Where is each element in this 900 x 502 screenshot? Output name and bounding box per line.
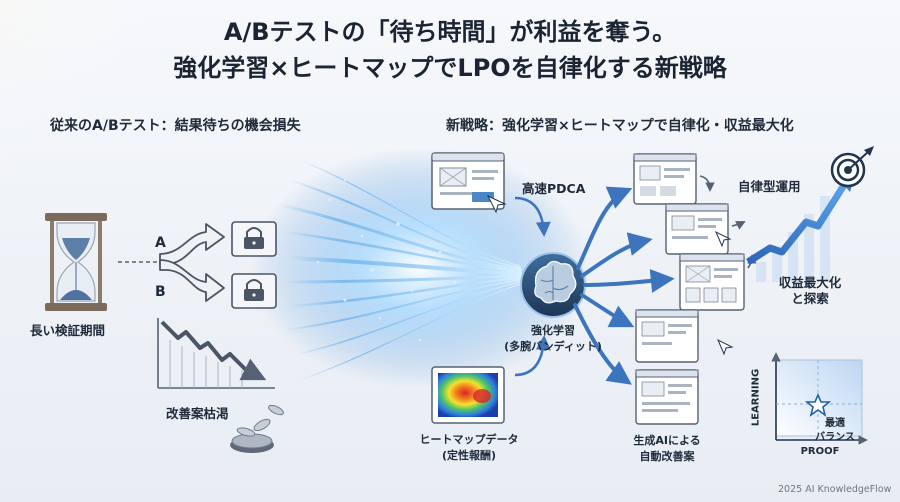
lp-wireframe	[635, 369, 699, 425]
cursor-icon	[486, 194, 507, 214]
credit-text: 2025 AI KnowledgeFlow	[778, 484, 892, 495]
title-line-2: 強化学習×ヒートマップでLPOを自律化する新戦略	[173, 54, 727, 82]
heatmap-label-1: ヒートマップデータ	[419, 433, 519, 446]
matrix-point-label-2: バランス	[815, 432, 855, 443]
declining-chart	[157, 318, 275, 389]
revenue-label-2: と探索	[791, 291, 829, 306]
title-line-1: A/Bテストの「待ち時間」が利益を奪う。	[223, 18, 677, 46]
data-stream	[278, 159, 522, 381]
star-icon	[804, 392, 832, 417]
autonomy-label: 自律型運用	[738, 179, 801, 194]
heatmap-label-2: (定性報酬)	[441, 449, 497, 462]
pdca-arrow	[514, 196, 551, 237]
fanout-arrows	[573, 186, 675, 385]
brain-icon	[520, 252, 586, 318]
matrix-x-axis-label: PROOF	[800, 446, 840, 457]
left-heading: 従来のA/Bテスト：結果待ちの機会損失	[50, 118, 301, 134]
lp-wireframe	[665, 203, 732, 255]
fork-arrow	[159, 223, 225, 302]
genai-label-2: 自動改善案	[639, 450, 695, 463]
decline-label: 改善案枯渇	[166, 406, 229, 421]
matrix-point-label-1: 最適	[825, 418, 845, 429]
revenue-label-1: 収益最大化	[778, 275, 842, 290]
right-heading: 新戦略：強化学習×ヒートマップで自律化・収益最大化	[446, 118, 794, 134]
genai-label-1: 生成AIによる	[633, 434, 701, 447]
heatmap-card	[431, 366, 505, 424]
hourglass-icon	[45, 213, 107, 311]
hourglass-label: 長い検証期間	[30, 323, 106, 338]
stream-particles	[316, 178, 457, 342]
learning-proof-matrix	[771, 352, 868, 445]
sunlight-glow	[0, 0, 260, 260]
lp-wireframe-source	[431, 152, 507, 214]
lp-wireframe	[635, 309, 734, 363]
brain-label-1: 強化学習	[531, 324, 575, 337]
coin-icon	[230, 404, 284, 453]
cursor-icon	[717, 338, 734, 356]
variant-b-label: B	[155, 284, 166, 300]
brain-label-2: (多腕バンディット)	[504, 340, 602, 353]
lp-wireframe	[679, 253, 745, 311]
pdca-label: 高速PDCA	[522, 181, 586, 196]
matrix-y-axis-label: LEARNING	[750, 368, 762, 427]
lock-icon	[231, 221, 277, 257]
heatmap-arrow	[514, 335, 551, 377]
variant-a-label: A	[155, 235, 166, 251]
lock-icon	[231, 273, 277, 309]
target-icon	[830, 146, 874, 188]
lp-wireframe	[633, 153, 697, 205]
cursor-icon	[715, 230, 732, 248]
